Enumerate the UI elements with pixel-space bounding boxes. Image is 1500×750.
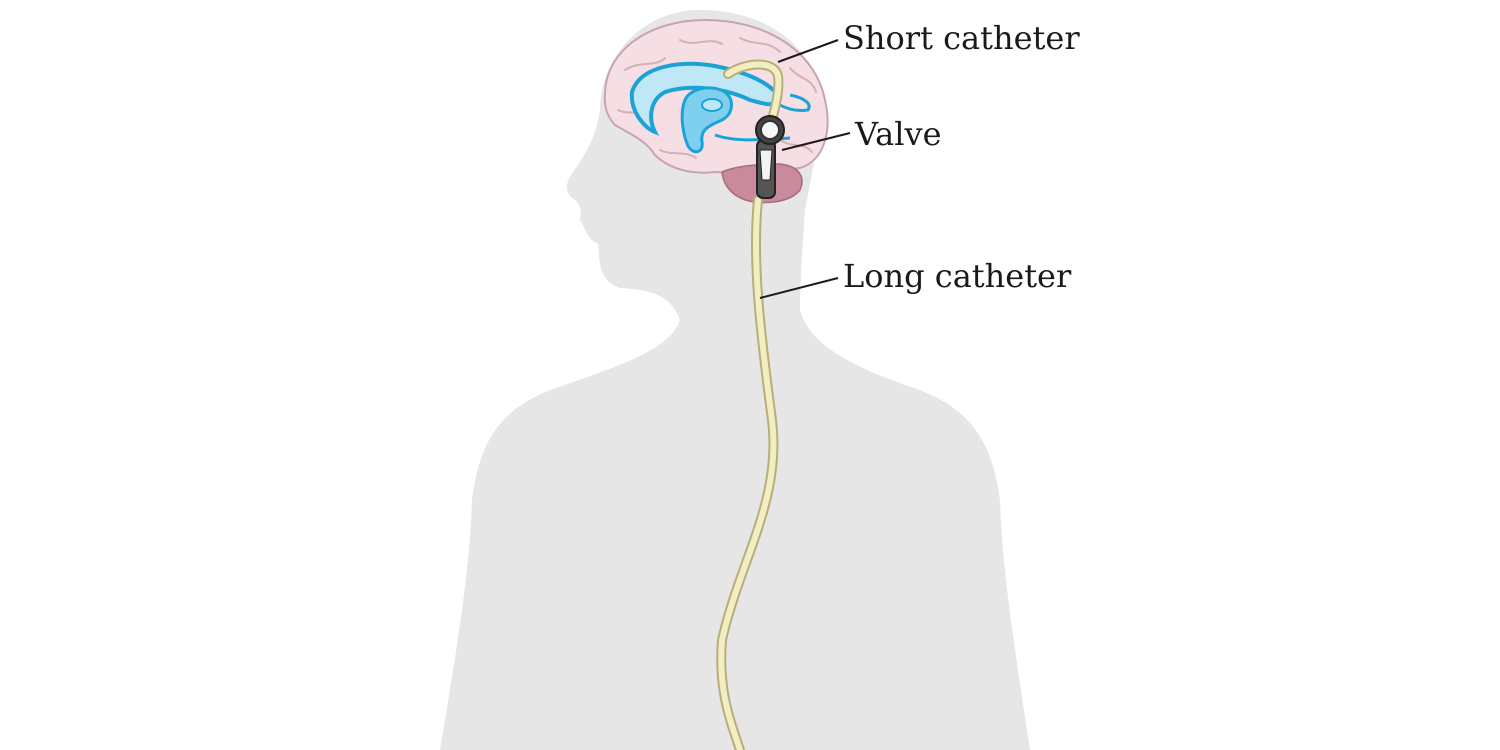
short-catheter-label: Short catheter — [843, 19, 1080, 57]
short-catheter-fill — [725, 61, 782, 123]
ventricles — [629, 61, 811, 154]
long-catheter-fill — [718, 197, 777, 750]
body-silhouette — [440, 10, 1030, 750]
long-catheter-leader — [759, 277, 839, 299]
valve — [755, 115, 785, 199]
leader-lines — [759, 39, 851, 299]
valve-label: Valve — [855, 115, 942, 153]
short-catheter-leader — [777, 39, 839, 63]
long-catheter-label: Long catheter — [843, 257, 1072, 295]
valve-leader — [781, 132, 851, 151]
